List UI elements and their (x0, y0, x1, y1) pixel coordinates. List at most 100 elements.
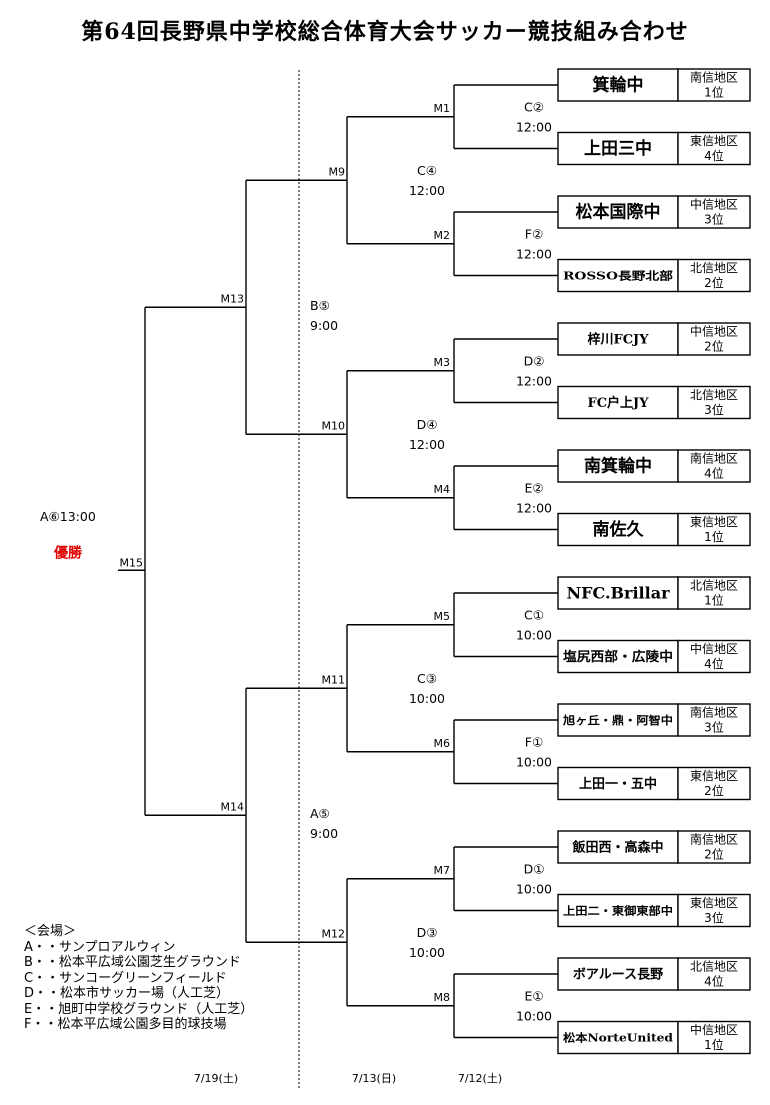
region-box (677, 385, 751, 420)
region-box (677, 957, 751, 991)
venue-code: F① (525, 734, 543, 749)
match-number: M15 (120, 556, 144, 569)
kickoff-time: 12:00 (409, 183, 445, 198)
venue-code: B⑤ (310, 298, 330, 313)
team-box (557, 258, 679, 293)
venue-code: C④ (417, 163, 437, 178)
venue-code: C③ (417, 671, 437, 686)
region-box (677, 322, 751, 356)
kickoff-time: 10:00 (409, 691, 445, 706)
rank-label: 1位 (704, 1037, 724, 1052)
date-label: 7/12(土) (458, 1072, 502, 1085)
team-name: FC户上JY (587, 395, 649, 411)
venue-code: D① (524, 861, 545, 876)
region-box (677, 195, 751, 229)
region-box (677, 830, 751, 864)
team-box (557, 576, 679, 610)
match-number: M3 (434, 356, 451, 369)
team-box (557, 131, 679, 166)
venue-item-b: B・・松本平広域公園芝生グラウンド (24, 955, 241, 970)
team-name: ボアルース長野 (573, 967, 663, 983)
rank-label: 4位 (704, 656, 724, 671)
rank-label: 4位 (704, 148, 724, 163)
rank-label: 2位 (704, 847, 724, 862)
venue-item-d: D・・松本市サッカー場（人工芝） (24, 986, 230, 1001)
rank-label: 3位 (704, 402, 724, 417)
rank-label: 2位 (704, 339, 724, 354)
venue-item-a: A・・サンプロアルウィン (24, 939, 176, 955)
team-name: ROSSO長野北部 (563, 269, 673, 283)
venue-code: E② (524, 480, 543, 495)
team-name: 上田一・五中 (579, 776, 657, 792)
champion-label: 優勝 (53, 544, 83, 561)
region-box (677, 639, 751, 674)
venue-code: E① (524, 988, 543, 1003)
page-title: 第64回長野県中学校総合体育大会サッカー競技組み合わせ (81, 19, 689, 45)
rank-label: 2位 (704, 275, 724, 290)
region-label: 北信地区 (690, 261, 738, 275)
region-box (677, 68, 751, 102)
kickoff-time: 12:00 (409, 437, 445, 452)
team-name: 松本国際中 (576, 202, 661, 223)
kickoff-time: 12:00 (516, 373, 552, 388)
region-label: 中信地区 (690, 324, 738, 339)
region-box (677, 131, 751, 166)
kickoff-time: 10:00 (516, 627, 552, 642)
region-label: 中信地区 (690, 641, 738, 656)
match-number: M14 (221, 800, 245, 813)
venue-item-f: F・・松本平広域公園多目的球技場 (24, 1017, 227, 1032)
region-box (677, 766, 751, 801)
team-name: 上田三中 (584, 138, 652, 159)
kickoff-time: 10:00 (409, 945, 445, 960)
region-label: 北信地区 (690, 388, 738, 402)
venue-item-e: E・・旭町中学校グラウンド（人工芝） (24, 1001, 254, 1017)
region-label: 中信地区 (690, 1022, 738, 1037)
region-label: 南信地区 (690, 451, 738, 466)
rank-label: 2位 (704, 783, 724, 798)
region-box (677, 703, 751, 737)
rank-label: 1位 (704, 593, 724, 608)
match-number: M12 (322, 927, 346, 940)
venue-code: A⑤ (310, 806, 330, 821)
venue-code: D② (524, 353, 545, 368)
team-box (557, 639, 679, 674)
venue-code: D③ (417, 925, 438, 940)
kickoff-time: 12:00 (516, 119, 552, 134)
rank-label: 3位 (704, 910, 724, 925)
rank-label: 3位 (704, 720, 724, 735)
region-label: 中信地区 (690, 197, 738, 212)
team-name: 南箕輪中 (584, 456, 652, 477)
team-name: 南佐久 (593, 519, 644, 540)
match-number: M11 (322, 673, 346, 686)
venue-code: C② (524, 99, 544, 114)
rank-label: 1位 (704, 529, 724, 544)
match-number: M4 (434, 483, 451, 496)
kickoff-time: 12:00 (516, 500, 552, 515)
region-label: 東信地区 (690, 515, 738, 529)
match-number: M2 (434, 229, 451, 242)
venue-code: D④ (417, 417, 438, 432)
match-number: M8 (434, 991, 451, 1004)
team-box (557, 385, 679, 420)
final-venue-time: A⑥13:00 (40, 509, 96, 524)
kickoff-time: 9:00 (310, 826, 338, 841)
team-name: 松本NorteUnited (563, 1031, 673, 1045)
match-number: M5 (434, 610, 451, 623)
team-name: 塩尻西部・広陵中 (563, 649, 673, 665)
region-label: 北信地区 (690, 579, 738, 593)
team-name: 旭ヶ丘・鼎・阿智中 (562, 713, 673, 727)
kickoff-time: 10:00 (516, 881, 552, 896)
region-label: 北信地区 (690, 960, 738, 974)
kickoff-time: 12:00 (516, 246, 552, 261)
region-label: 東信地区 (690, 896, 738, 910)
date-label: 7/19(土) (194, 1072, 238, 1085)
region-box (677, 1020, 751, 1055)
team-name: 梓川FCJY (587, 332, 649, 348)
match-number: M9 (329, 165, 346, 178)
venue-legend-heading: ＜会場＞ (24, 924, 77, 939)
kickoff-time: 10:00 (516, 1008, 552, 1023)
date-label: 7/13(日) (352, 1072, 396, 1085)
match-number: M13 (221, 292, 245, 305)
region-box (677, 258, 751, 293)
region-label: 南信地区 (690, 705, 738, 720)
